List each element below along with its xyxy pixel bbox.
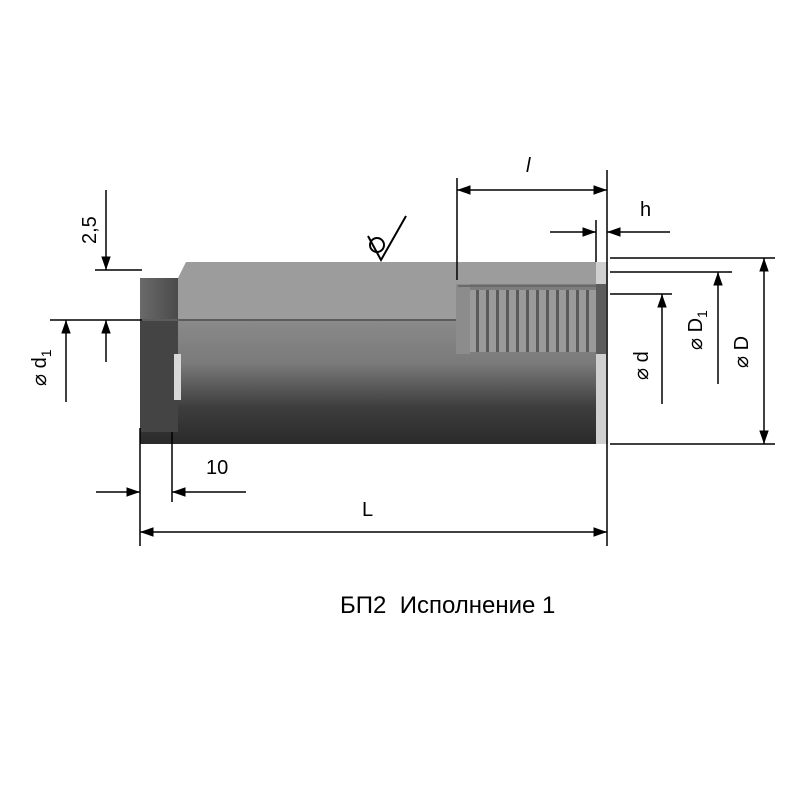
right-end-thread (596, 284, 606, 354)
caption-variant: Исполнение 1 (399, 592, 556, 619)
slot (174, 354, 181, 400)
label-slot-offset: 10 (206, 457, 228, 479)
thread-teeth (470, 290, 596, 352)
label-thread-length: l (526, 155, 531, 177)
label-chamfer: 2,5 (79, 216, 101, 244)
label-bore: ⌀ d (631, 351, 653, 380)
label-overall-length: L (362, 499, 373, 521)
label-inner-dia: ⌀ D1 (685, 310, 710, 350)
thread-chamfer (456, 284, 470, 354)
left-cap-edge (140, 320, 178, 432)
label-thread-depth: h (640, 199, 651, 221)
label-outer-dia: ⌀ D (731, 336, 753, 368)
drawing-caption: БП2 Исполнение 1 (340, 592, 640, 620)
caption-part: БП2 (340, 592, 387, 619)
part-body (140, 262, 608, 444)
dimension-labels: l h 2,5 ⌀ d1 10 L ⌀ d ⌀ D1 ⌀ D (29, 155, 753, 521)
dimension-lines (61, 185, 769, 537)
label-small-dia: ⌀ d1 (29, 349, 54, 386)
roughness-check-icon (367, 215, 407, 263)
